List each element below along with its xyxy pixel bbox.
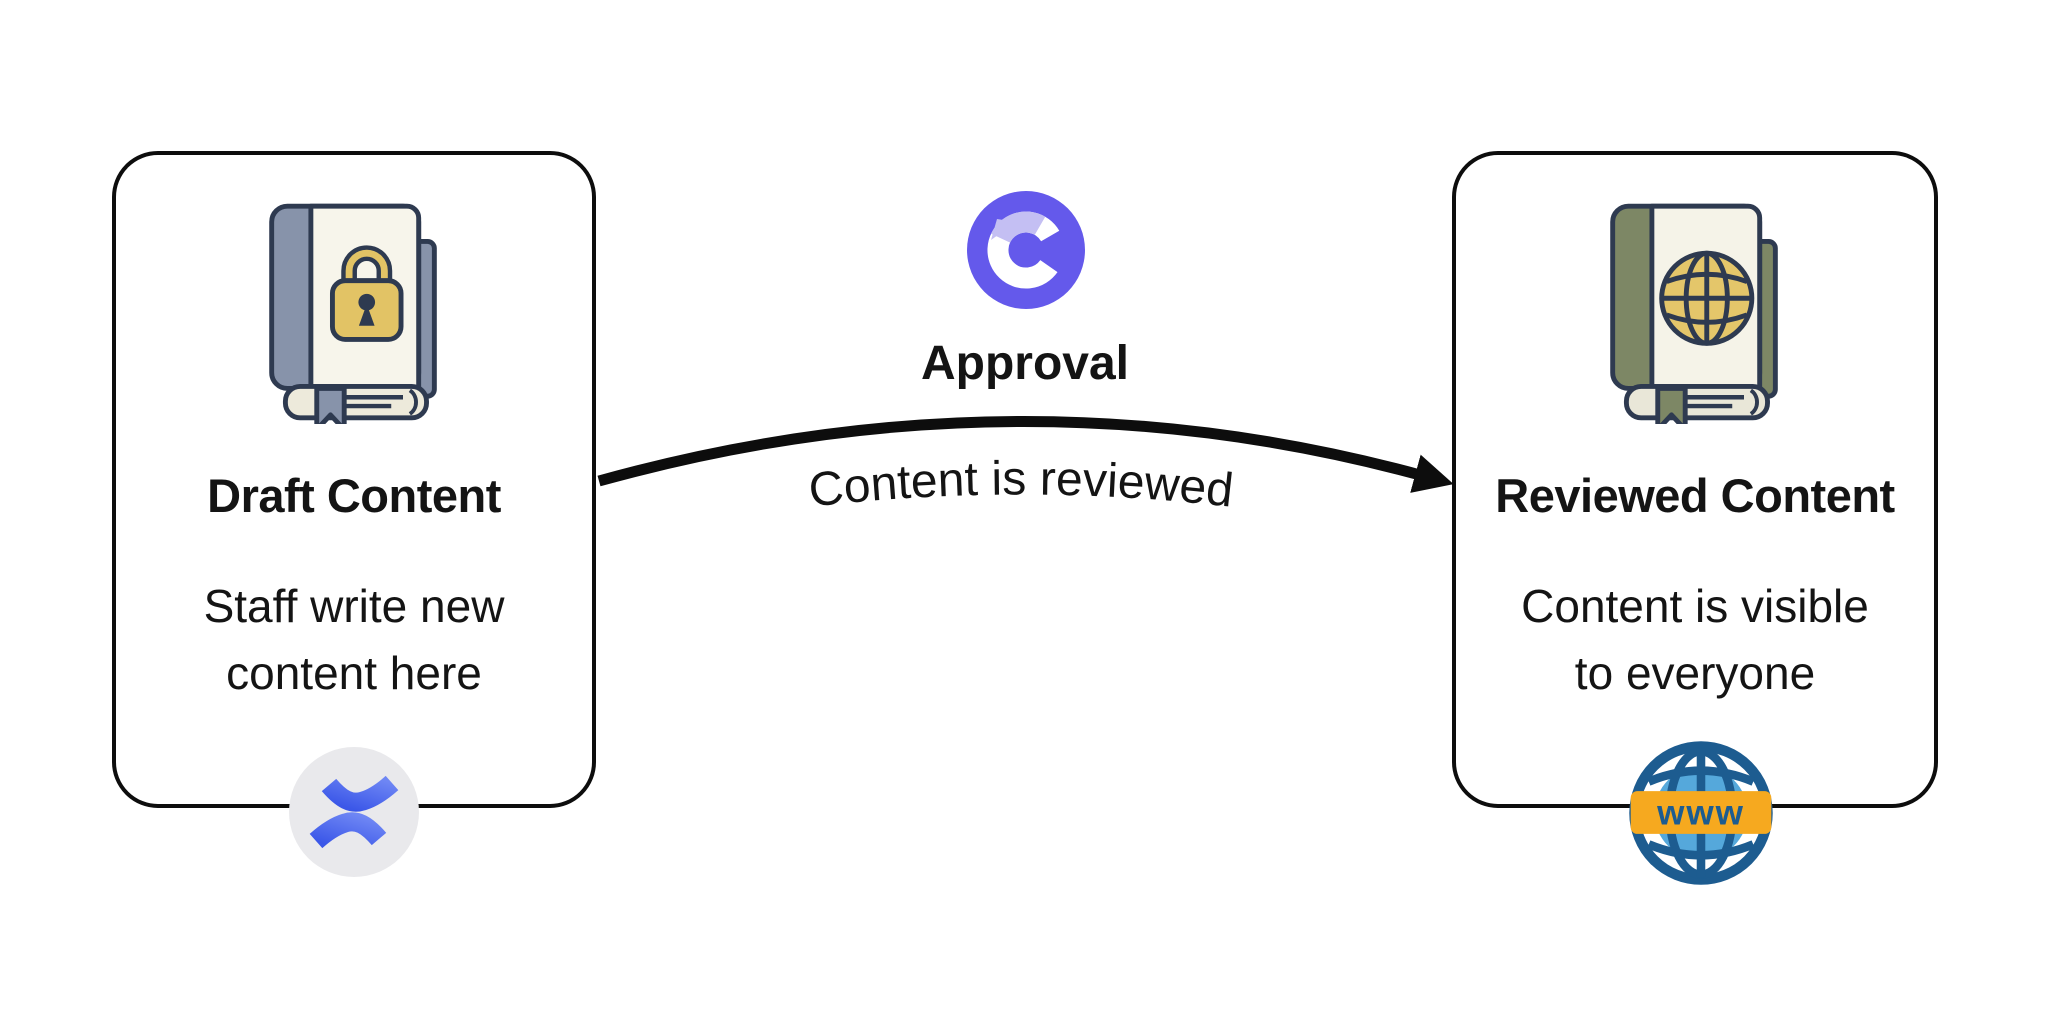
card-title: Reviewed Content xyxy=(1495,469,1895,522)
www-globe-latitude-top xyxy=(1647,766,1755,786)
arrow-caption: Content is reviewed xyxy=(806,452,1236,517)
comala-c-highlight xyxy=(991,211,1046,244)
keyhole xyxy=(358,293,376,311)
www-globe-latitude-bottom xyxy=(1647,840,1755,860)
confluence-icon xyxy=(289,747,419,877)
flow-arrow xyxy=(597,416,1454,493)
bookmark-ribbon xyxy=(1655,385,1688,424)
page-edge xyxy=(1749,388,1759,416)
comala-approval-icon xyxy=(967,191,1085,309)
card-subtitle: Content is visible to everyone xyxy=(1456,573,1934,707)
subtitle-line: content here xyxy=(226,647,482,699)
page-edge xyxy=(408,388,418,416)
www-banner xyxy=(1630,791,1772,834)
card-subtitle: Staff write new content here xyxy=(116,573,592,707)
lock-shackle xyxy=(345,249,388,283)
book-pages xyxy=(282,384,429,421)
subtitle-line: Staff write new xyxy=(203,580,505,632)
globe-latitudes xyxy=(1661,271,1752,325)
confluence-top-swoosh xyxy=(321,775,399,812)
book-pages xyxy=(1623,384,1770,421)
reviewed-content-card: Reviewed Content Content is visible to e… xyxy=(1452,151,1938,808)
globe-book-icon xyxy=(1610,203,1778,424)
keyhole-slot xyxy=(358,304,375,326)
card-title: Draft Content xyxy=(207,469,501,522)
connector-label: Approval xyxy=(920,337,1130,390)
comala-circle xyxy=(967,191,1085,309)
bookmark-ribbon xyxy=(314,385,347,424)
draft-content-card: Draft Content Staff write new content he… xyxy=(112,151,596,808)
locked-book-icon xyxy=(269,203,437,424)
www-globe-icon: www xyxy=(1629,741,1773,885)
www-label: www xyxy=(1656,793,1745,832)
subtitle-line: Content is visible xyxy=(1521,580,1869,632)
confluence-bottom-swoosh xyxy=(309,812,387,849)
badge-circle xyxy=(289,747,419,877)
comala-flag-tip xyxy=(991,219,1016,240)
caption-path xyxy=(770,495,1272,513)
subtitle-line: to everyone xyxy=(1574,647,1816,699)
